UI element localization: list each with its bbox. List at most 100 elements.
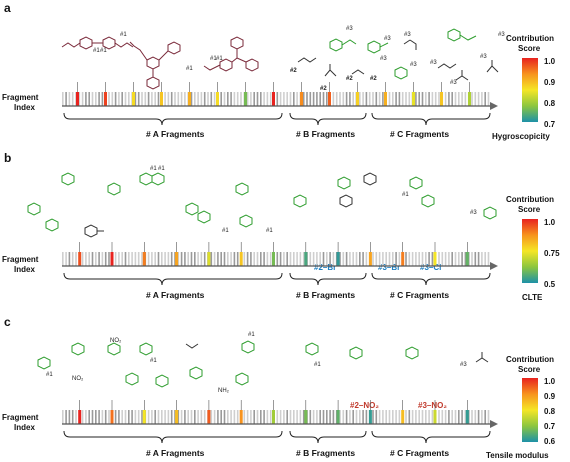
fragment-index-tick bbox=[359, 252, 361, 266]
fragment-index-tick bbox=[227, 252, 229, 266]
colorbar-title: Score bbox=[518, 205, 541, 214]
fragment-index-tick bbox=[124, 252, 127, 266]
fragment-index-tick bbox=[421, 92, 424, 106]
fragment-label: #1 bbox=[120, 32, 127, 38]
fragment-label: #3 bbox=[404, 32, 411, 38]
fragment-index-tick bbox=[85, 410, 87, 424]
fragment-index-tick bbox=[362, 252, 364, 266]
fragment-index-tick bbox=[85, 92, 87, 106]
property-label: Tensile modulus bbox=[486, 451, 549, 460]
fragment-index-tick bbox=[293, 92, 295, 106]
fragment-index-tick bbox=[154, 252, 156, 266]
fragment-index-tick bbox=[342, 252, 345, 266]
colorbar-tick: 0.9 bbox=[544, 78, 556, 87]
fragment-label: #3–Br bbox=[378, 263, 400, 272]
highlighted-fragment-bar bbox=[78, 252, 82, 266]
fragment-label: #2 bbox=[320, 86, 327, 92]
colorbar-title: Contribution bbox=[506, 195, 554, 204]
fragment-index-tick bbox=[461, 92, 463, 106]
fragment-index-tick bbox=[233, 252, 236, 266]
fragment-index-tick bbox=[428, 92, 430, 106]
highlighted-fragment-bar bbox=[433, 252, 437, 266]
fragment-index-tick bbox=[279, 92, 282, 106]
brace-b bbox=[289, 112, 367, 126]
fragment-index-tick bbox=[438, 92, 440, 106]
fragment-index-tick bbox=[151, 92, 153, 106]
fragment-index-tick bbox=[431, 252, 434, 266]
fragment-index-tick bbox=[289, 92, 292, 106]
fragment-index-tick bbox=[359, 92, 361, 106]
fragment-index-tick bbox=[236, 92, 239, 106]
fragment-index-tick bbox=[194, 92, 196, 106]
fragment-index-tick bbox=[174, 410, 176, 424]
fragment-index-tick bbox=[190, 92, 193, 106]
fragment-index-tick bbox=[151, 252, 153, 266]
fragment-index-tick bbox=[326, 92, 328, 106]
fragment-index-tick bbox=[137, 92, 140, 106]
fragment-label-set: #2–Br #3–Br #3–Cl #1 #1 #1 #1 #1 #3 bbox=[150, 166, 477, 272]
fragment-index-tick bbox=[289, 252, 292, 266]
fragment-strip bbox=[62, 400, 490, 424]
fragment-index-tick bbox=[302, 410, 305, 424]
fragment-index-tick bbox=[312, 410, 315, 424]
structure-group-dark bbox=[297, 39, 499, 81]
fragment-index-tick bbox=[263, 410, 265, 424]
fragment-index-tick bbox=[144, 92, 147, 106]
fragment-index-tick bbox=[141, 92, 143, 106]
fragment-index-tick bbox=[355, 252, 358, 266]
fragment-index-tick bbox=[200, 92, 203, 106]
group-label: # A Fragments bbox=[146, 129, 205, 139]
fragment-index-tick bbox=[213, 92, 216, 106]
fragment-label: NO₂ bbox=[72, 376, 84, 382]
fragment-index-tick bbox=[418, 92, 420, 106]
fragment-index-tick bbox=[147, 252, 150, 266]
fragment-index-tick bbox=[388, 92, 391, 106]
fragment-index-tick bbox=[164, 252, 166, 266]
fragment-index-tick bbox=[286, 252, 288, 266]
fragment-index-tick bbox=[365, 252, 368, 266]
fragment-index-tick bbox=[458, 92, 460, 106]
brace-a bbox=[63, 272, 283, 286]
fragment-index-tick bbox=[484, 252, 486, 266]
structure-group-dark bbox=[185, 343, 489, 363]
group-label: # B Fragments bbox=[296, 448, 355, 458]
fragment-index-tick bbox=[118, 252, 120, 266]
fragment-label: #3–Cl bbox=[420, 263, 441, 272]
fragment-index-tick bbox=[101, 410, 104, 424]
fragment-label: #1 bbox=[402, 192, 409, 198]
fragment-index-tick bbox=[134, 92, 137, 106]
fragment-index-tick bbox=[164, 92, 166, 106]
fragment-index-tick bbox=[104, 252, 107, 266]
fragment-index-tick bbox=[332, 92, 335, 106]
colorbar-tick: 0.9 bbox=[544, 392, 556, 401]
fragment-index-tick bbox=[108, 92, 110, 106]
group-label: # A Fragments bbox=[146, 290, 205, 300]
fragment-label: #3 bbox=[430, 60, 437, 66]
highlighted-fragment-bar bbox=[239, 252, 243, 266]
fragment-index-tick bbox=[474, 252, 477, 266]
fragment-index-tick bbox=[243, 252, 246, 266]
fragment-index-tick bbox=[190, 252, 193, 266]
fragment-index-tick bbox=[319, 410, 321, 424]
colorbar bbox=[522, 58, 538, 122]
fragment-index-tick bbox=[213, 252, 216, 266]
fragment-index-tick bbox=[81, 92, 84, 106]
fragment-index-tick bbox=[170, 252, 173, 266]
fragment-index-tick bbox=[309, 252, 312, 266]
fragment-index-tick bbox=[177, 252, 180, 266]
highlighted-fragment-bar bbox=[110, 410, 114, 424]
fragment-index-tick bbox=[441, 410, 444, 424]
group-label: # C Fragments bbox=[390, 129, 449, 139]
fragment-index-tick bbox=[184, 252, 186, 266]
brace-c bbox=[371, 112, 491, 126]
fragment-index-tick bbox=[68, 252, 71, 266]
highlighted-fragment-bar bbox=[328, 92, 331, 106]
fragment-index-tick bbox=[484, 92, 486, 106]
fragment-label: NH₂ bbox=[218, 388, 230, 394]
highlighted-fragment-bar bbox=[78, 410, 82, 424]
colorbar-tick: 0.7 bbox=[544, 120, 556, 129]
fragment-index-tick bbox=[283, 252, 285, 266]
fragment-index-tick bbox=[352, 252, 354, 266]
fragment-index-tick bbox=[474, 92, 477, 106]
panel-label: a bbox=[4, 1, 11, 15]
